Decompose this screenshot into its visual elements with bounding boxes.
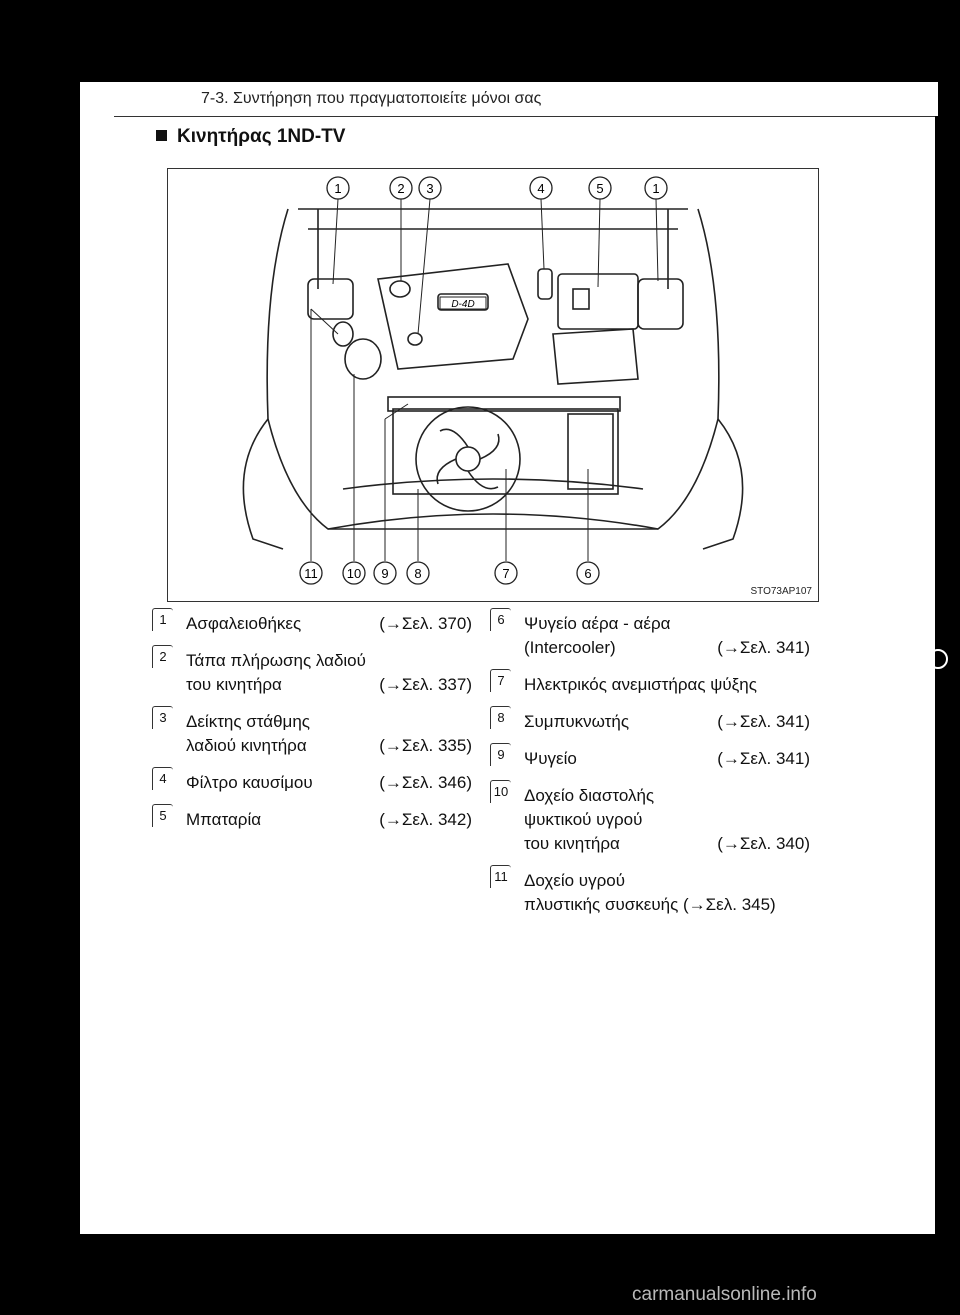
legend-num: 3 [152,706,173,729]
page-ref-link[interactable]: (→Σελ. 342) [379,810,472,829]
legend-text[interactable]: πλυστικής συσκευής (→Σελ. 345) [524,895,776,914]
legend-text: Συμπυκνωτής [524,712,630,731]
legend-item-7: 7 Ηλεκτρικός ανεμιστήρας ψύξης [490,669,810,697]
callout-3: 3 [426,181,433,196]
legend-item-3: 3 Δείκτης στάθμης λαδιού κινητήρα (→Σελ. … [152,706,472,758]
legend-num: 9 [490,743,511,766]
legend-text: Φίλτρο καυσίμου [186,773,313,792]
legend-num: 4 [152,767,173,790]
legend-text: Δείκτης στάθμης [186,712,310,731]
legend-text: λαδιού κινητήρα [186,736,307,755]
legend-item-10: 10 Δοχείο διαστολής ψυκτικού υγρού του κ… [490,780,810,856]
legend-text: Ασφαλειοθήκες [186,614,302,633]
top-callouts: 1 2 3 4 5 1 [326,176,668,200]
legend-num: 10 [490,780,511,803]
legend-text: του κινητήρα [186,675,282,694]
legend-text: (Intercooler) [524,638,616,657]
legend-item-11: 11 Δοχείο υγρού πλυστικής συσκευής (→Σελ… [490,865,810,917]
running-header: 7-3. Συντήρηση που πραγματοποιείτε μόνοι… [201,90,542,107]
engine-badge: D-4D [451,299,474,310]
watermark: carmanualsonline.info [632,1284,817,1305]
legend-text: Ψυγείο αέρα - αέρα [524,614,671,633]
callout-2: 2 [397,181,404,196]
callout-5: 5 [596,181,603,196]
legend-text: Μπαταρία [186,810,262,829]
section-title-text: Κινητήρας 1ND-TV [177,126,346,147]
section-title: Κινητήρας 1ND-TV [156,126,345,148]
callout-11: 11 [304,566,318,581]
callout-1b: 1 [652,181,659,196]
legend-left: 1 Ασφαλειοθήκες (→Σελ. 370) 2 Τάπα πλήρωσ… [152,608,472,845]
legend-num: 8 [490,706,511,729]
legend-num: 6 [490,608,511,631]
callout-8: 8 [414,566,421,581]
legend-item-1: 1 Ασφαλειοθήκες (→Σελ. 370) [152,608,472,636]
engine-bay-figure: D-4D 1 2 3 4 5 1 11 10 [167,168,819,602]
legend-num: 2 [152,645,173,668]
legend-text: ψυκτικού υγρού [524,810,643,829]
legend-num: 11 [490,865,511,888]
page-ref-link[interactable]: (→Σελ. 341) [717,712,810,731]
legend-item-8: 8 Συμπυκνωτής (→Σελ. 341) [490,706,810,734]
legend-num: 1 [152,608,173,631]
callout-9: 9 [381,566,388,581]
page-edge-rule [935,116,938,1234]
manual-page: 7-3. Συντήρηση που πραγματοποιείτε μόνοι… [80,82,938,1234]
legend-text: Ηλεκτρικός ανεμιστήρας ψύξης [524,675,757,694]
page-ref-link[interactable]: (→Σελ. 340) [717,834,810,853]
callout-6: 6 [584,566,591,581]
header-rule [114,116,938,117]
callout-1: 1 [334,181,341,196]
legend-text: Δοχείο υγρού [524,871,626,890]
bottom-callouts: 11 10 9 8 7 6 [299,561,600,585]
page-ref-link[interactable]: (→Σελ. 341) [717,638,810,657]
legend-item-5: 5 Μπαταρία (→Σελ. 342) [152,804,472,832]
page-ref-link[interactable]: (→Σελ. 337) [379,675,472,694]
legend-num: 5 [152,804,173,827]
legend-item-9: 9 Ψυγείο (→Σελ. 341) [490,743,810,771]
figure-code: STO73AP107 [750,586,812,597]
legend-text: του κινητήρα [524,834,620,853]
page-ref-link[interactable]: (→Σελ. 370) [379,614,472,633]
callout-10: 10 [347,566,361,581]
engine-bay-illustration: D-4D 1 2 3 4 5 1 11 10 [242,176,744,585]
legend-item-6: 6 Ψυγείο αέρα - αέρα (Intercooler) (→Σελ.… [490,608,810,660]
callout-7: 7 [502,566,509,581]
legend-text: Δοχείο διαστολής [524,786,655,805]
page-ref-link[interactable]: (→Σελ. 335) [379,736,472,755]
registration-mark-icon [928,649,948,669]
bullet-square-icon [156,130,167,141]
legend-item-4: 4 Φίλτρο καυσίμου (→Σελ. 346) [152,767,472,795]
legend-item-2: 2 Τάπα πλήρωσης λαδιού του κινητήρα (→Σελ… [152,645,472,697]
page-ref-link[interactable]: (→Σελ. 341) [717,749,810,768]
legend-num: 7 [490,669,511,692]
legend-right: 6 Ψυγείο αέρα - αέρα (Intercooler) (→Σελ.… [490,608,810,930]
page-ref-link[interactable]: (→Σελ. 346) [379,773,472,792]
callout-4: 4 [537,181,544,196]
legend-text: Ψυγείο [524,749,577,768]
legend-text: Τάπα πλήρωσης λαδιού [186,651,366,670]
